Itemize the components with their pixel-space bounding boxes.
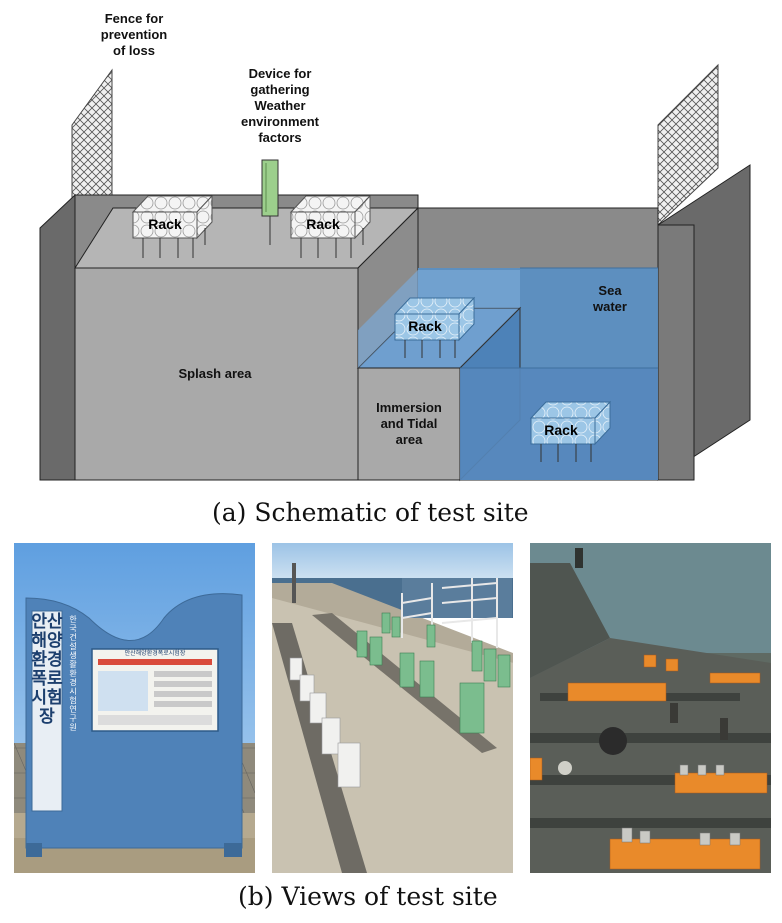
caption-schematic: (a) Schematic of test site xyxy=(212,498,529,527)
rack-label-1: Rack xyxy=(148,216,182,232)
rack-immersion xyxy=(529,400,612,462)
fence-label: Fence for prevention of loss xyxy=(100,11,168,58)
rack-label-2: Rack xyxy=(306,216,340,232)
splash-block-front xyxy=(74,267,359,481)
sign-title: 안산해양환경폭로시험장 xyxy=(31,612,63,727)
rack-tidal xyxy=(393,296,476,358)
sign-board-title: 안산해양환경폭로시험장 xyxy=(124,650,186,657)
rack-splash-right xyxy=(289,194,372,258)
water-over-side xyxy=(358,270,520,368)
immersion-area-label: Immersion and Tidal area xyxy=(376,400,442,447)
caption-views: (b) Views of test site xyxy=(238,882,498,911)
photo-sign: 안산해양환경폭로시험장 한국건설생활환경시험연구원 안산해양환경폭로시험장 xyxy=(14,543,255,873)
immersion-block-front xyxy=(357,367,461,481)
photo-tidal-area xyxy=(530,543,771,873)
rack-label-3: Rack xyxy=(408,318,442,334)
weather-device xyxy=(261,159,279,245)
splash-area-label: Splash area xyxy=(178,366,252,381)
photo-specimens xyxy=(272,543,513,873)
rack-splash-left xyxy=(131,194,214,258)
right-fence xyxy=(657,63,719,227)
device-label: Device for gathering Weather environment… xyxy=(240,66,319,145)
sign-subtitle: 한국건설생활환경시험연구원 xyxy=(69,615,77,732)
rack-label-4: Rack xyxy=(544,422,578,438)
sea-water-label: Sea water xyxy=(593,283,627,314)
test-site-schematic: Rack Rack Rack Rack xyxy=(39,63,751,482)
